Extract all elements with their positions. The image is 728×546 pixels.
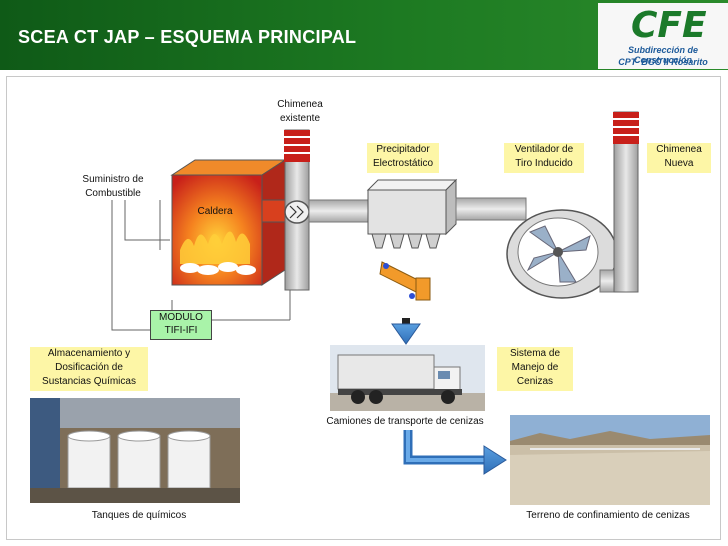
arrow-right-icon bbox=[403, 430, 507, 475]
cfe-logo: CFE Subdirección de Construcción CPT- BG… bbox=[598, 3, 728, 69]
label-chimenea-nueva: Chimenea Nueva bbox=[647, 143, 711, 173]
ash-conveyor-icon bbox=[379, 261, 431, 301]
label-modulo: MODULO TIFI-IFI bbox=[150, 310, 212, 340]
logo-text: CFE bbox=[631, 5, 707, 46]
label-tanques: Tanques de químicos bbox=[91, 510, 187, 521]
fan-icon bbox=[506, 209, 618, 299]
page-title: SCEA CT JAP – ESQUEMA PRINCIPAL bbox=[18, 27, 357, 47]
label-terreno: Terreno de confinamiento de cenizas bbox=[526, 510, 690, 521]
label-precipitador: Precipitador Electrostático bbox=[367, 143, 439, 173]
label-ventilador: Ventilador de Tiro Inducido bbox=[504, 143, 584, 173]
label-caldera: Caldera bbox=[197, 206, 233, 217]
label-suministro: Suministro de Combustible bbox=[82, 174, 144, 199]
chimney-new-icon bbox=[613, 111, 639, 293]
precipitator-icon bbox=[366, 178, 458, 249]
label-chimenea-existente: Chimenea existente bbox=[277, 99, 323, 124]
chimney-existing-icon bbox=[284, 129, 310, 291]
fuel-supply-lines bbox=[111, 200, 173, 331]
duct-2 bbox=[455, 197, 527, 221]
boiler-icon bbox=[170, 159, 287, 286]
logo-subtitle-2: CPT- BGC II Rosarito bbox=[618, 57, 708, 67]
landfill-photo bbox=[510, 415, 710, 505]
label-almacenamiento: Almacenamiento y Dosificación de Sustanc… bbox=[30, 347, 148, 391]
diagram-frame bbox=[6, 76, 721, 540]
header-bar: SCEA CT JAP – ESQUEMA PRINCIPAL CFE Subd… bbox=[0, 0, 728, 70]
logo-subtitle-1: Subdirección de Construcción bbox=[627, 45, 698, 65]
duct-1 bbox=[308, 199, 370, 223]
label-camiones: Camiones de transporte de cenizas bbox=[326, 416, 484, 427]
arrow-down-icon bbox=[391, 318, 421, 345]
label-sistema-cenizas: Sistema de Manejo de Cenizas bbox=[497, 347, 573, 391]
tanks-photo bbox=[30, 398, 240, 503]
module-lines bbox=[210, 290, 291, 321]
truck-photo bbox=[330, 345, 485, 411]
